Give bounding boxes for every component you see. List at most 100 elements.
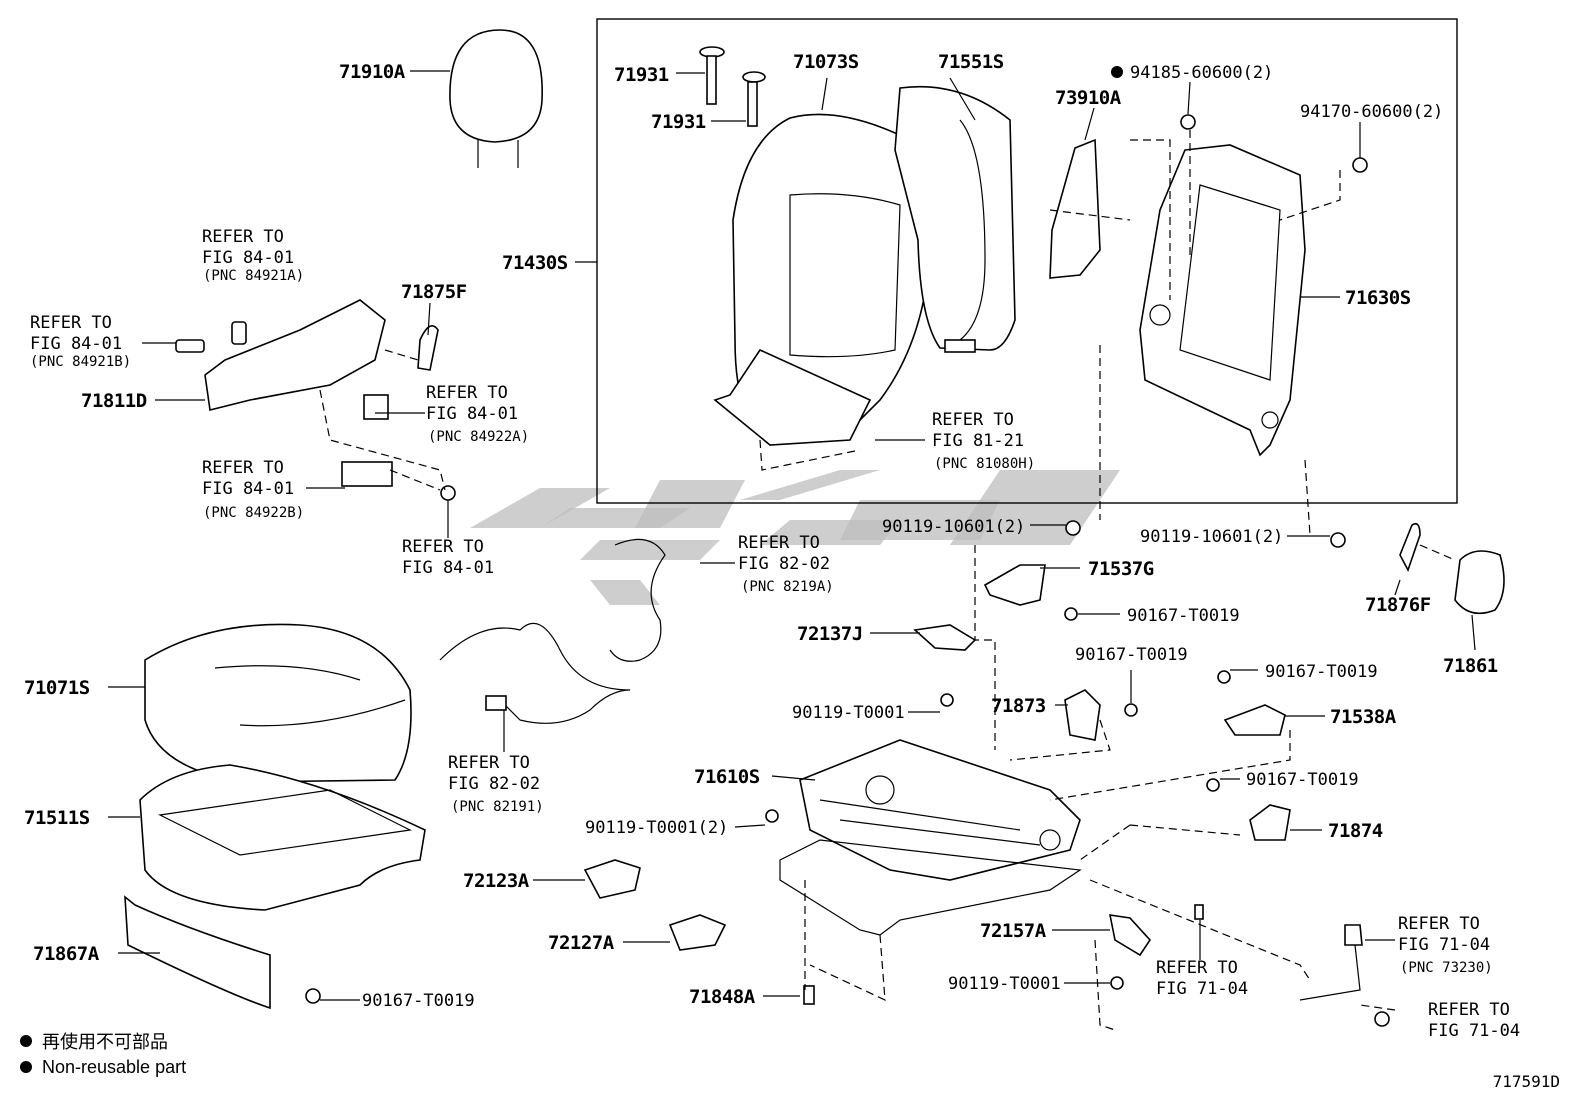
label-bolt-back-left: 90119-10601(2): [882, 517, 1025, 537]
label-adjuster: 71610S: [694, 766, 760, 788]
label-seatback-assy: 71430S: [502, 252, 568, 274]
label-cover-538a: 71538A: [1330, 706, 1397, 728]
diagram-code: 717591D: [1492, 1072, 1560, 1091]
label-clip-848a: 71848A: [689, 986, 756, 1008]
hinge-covers-drawing: [583, 522, 1505, 1001]
refer-line2: FIG 82-02: [738, 554, 830, 574]
bolts-drawing: [765, 520, 1390, 1027]
refer-line1: REFER TO: [1428, 1000, 1510, 1020]
refer-block-73230[interactable]: REFER TO FIG 71-04 (PNC 73230): [1398, 914, 1493, 976]
label-hinge-cover-g: 71537G: [1088, 558, 1154, 580]
refer-line2: FIG 84-01: [202, 479, 294, 499]
refer-line3: (PNC 84921A): [203, 268, 304, 284]
refer-block-84922b[interactable]: REFER TO FIG 84-01 (PNC 84922B): [202, 458, 304, 521]
refer-block-82191[interactable]: REFER TO FIG 82-02 (PNC 82191): [448, 753, 544, 815]
refer-line1: REFER TO: [738, 533, 820, 553]
legend-text-ja: 再使用不可部品: [42, 1032, 168, 1052]
refer-line3: (PNC 84921B): [30, 354, 131, 370]
seat-adjuster-drawing: [779, 739, 1082, 936]
refer-line2: FIG 84-01: [402, 558, 494, 578]
label-bolt-t0001-2: 90119-T0001(2): [585, 818, 728, 838]
label-cover-157a: 72157A: [980, 920, 1047, 942]
label-nut: 94170-60600(2): [1300, 102, 1443, 122]
refer-line1: REFER TO: [932, 410, 1014, 430]
refer-line3: (PNC 84922A): [428, 429, 529, 445]
refer-line3: (PNC 8219A): [741, 579, 834, 595]
label-screw-g: 90167-T0019: [1127, 606, 1240, 626]
refer-line2: FIG 81-21: [932, 431, 1024, 451]
refer-block-71-04-a[interactable]: REFER TO FIG 71-04: [1156, 958, 1248, 999]
refer-block-84922a[interactable]: REFER TO FIG 84-01 (PNC 84922A): [426, 383, 529, 445]
screw-bottom-drawing: [305, 988, 321, 1004]
refer-line1: REFER TO: [202, 227, 284, 247]
legend-row-japanese: 再使用不可部品: [20, 1028, 186, 1054]
label-cover-j: 72137J: [797, 623, 863, 645]
label-screw-bottom: 90167-T0019: [362, 991, 475, 1011]
refer-line2: FIG 82-02: [448, 774, 540, 794]
nut-drawing: [1352, 157, 1368, 173]
label-seatback-pad: 71551S: [938, 51, 1004, 73]
refer-line1: REFER TO: [426, 383, 508, 403]
label-bolt-back-right: 90119-10601(2): [1140, 527, 1283, 547]
headrest-guide-drawing: [699, 46, 766, 127]
label-cover-874: 71874: [1328, 820, 1383, 842]
label-bolt-t0001-a: 90119-T0001: [792, 703, 905, 723]
refer-line2: FIG 71-04: [1156, 979, 1248, 999]
seat-shield-drawing: [175, 299, 456, 501]
refer-line2: FIG 84-01: [30, 334, 122, 354]
label-knob-127a: 72127A: [548, 932, 615, 954]
cushion-pad-drawing: [139, 764, 426, 911]
label-screw-874: 90167-T0019: [1246, 770, 1359, 790]
label-cushion-pad: 71511S: [24, 807, 90, 829]
label-cover-861: 71861: [1443, 655, 1498, 677]
legend: 再使用不可部品 Non-reusable part: [20, 1028, 186, 1080]
refer-line3: (PNC 84922B): [203, 505, 304, 521]
label-shield: 71811D: [81, 390, 147, 412]
cushion-bottom-drawing: [124, 895, 271, 1010]
seatback-pad-drawing: [894, 85, 1016, 353]
bullet-icon: [20, 1035, 32, 1047]
seatback-cover-drawing: [713, 113, 932, 446]
refer-line2: FIG 71-04: [1398, 935, 1490, 955]
assembly-dashed-lines: [319, 130, 1456, 1031]
label-headrest: 71910A: [339, 61, 406, 83]
headrest-drawing: [449, 29, 543, 168]
refer-line2: FIG 84-01: [202, 248, 294, 268]
label-bolt-t0001-b: 90119-T0001: [948, 974, 1061, 994]
refer-line1: REFER TO: [1398, 914, 1480, 934]
label-knob-123a: 72123A: [463, 870, 530, 892]
label-shield-cover: 71875F: [401, 281, 467, 303]
refer-line3: (PNC 73230): [1400, 960, 1493, 976]
legend-row-english: Non-reusable part: [20, 1054, 186, 1080]
refer-line2: FIG 71-04: [1428, 1021, 1520, 1041]
label-screw-538: 90167-T0019: [1265, 662, 1378, 682]
label-seatback-cover: 71073S: [793, 51, 859, 73]
refer-block-84-01[interactable]: REFER TO FIG 84-01: [402, 537, 494, 578]
legend-text-en: Non-reusable part: [42, 1056, 187, 1077]
label-cushion-bottom: 71867A: [33, 943, 100, 965]
label-back-board: 73910A: [1055, 87, 1122, 109]
bullet-icon: [20, 1061, 32, 1073]
refer-line1: REFER TO: [448, 753, 530, 773]
refer-block-81080h[interactable]: REFER TO FIG 81-21 (PNC 81080H): [932, 410, 1035, 472]
label-cover-876f: 71876F: [1365, 594, 1431, 616]
label-screw-873: 90167-T0019: [1075, 645, 1188, 665]
non-reusable-marker: [1111, 66, 1123, 78]
back-board-drawing: [1049, 138, 1101, 279]
seatback-frame-drawing: [1139, 144, 1306, 457]
refer-block-84921a[interactable]: REFER TO FIG 84-01 (PNC 84921A): [202, 227, 304, 284]
seatback-assembly-box: [596, 18, 1458, 504]
refer-line1: REFER TO: [402, 537, 484, 557]
cushion-cover-drawing: [144, 623, 412, 783]
label-guide-2: 71931: [651, 111, 706, 133]
label-guide-1: 71931: [614, 64, 669, 86]
refer-block-84921b[interactable]: REFER TO FIG 84-01 (PNC 84921B): [30, 313, 131, 370]
label-cover-873: 71873: [991, 695, 1046, 717]
refer-line3: (PNC 82191): [451, 799, 544, 815]
nut-special-drawing: [1180, 114, 1196, 130]
refer-block-71-04-b[interactable]: REFER TO FIG 71-04: [1428, 1000, 1520, 1041]
label-cushion-cover: 71071S: [24, 677, 90, 699]
refer-line1: REFER TO: [202, 458, 284, 478]
refer-block-8219a[interactable]: REFER TO FIG 82-02 (PNC 8219A): [738, 533, 834, 595]
